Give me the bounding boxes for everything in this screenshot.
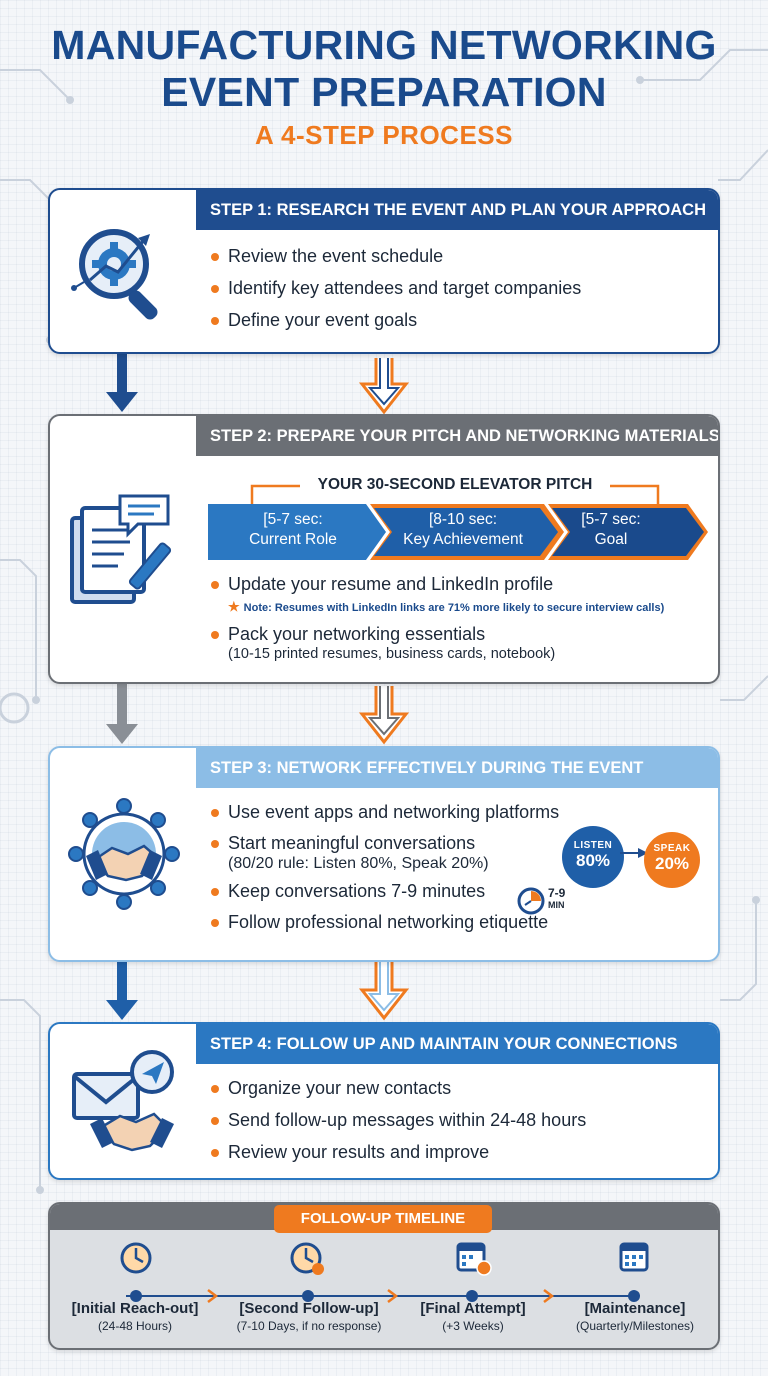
step-2-bullet-2: Pack your networking essentials (10-15 p… [208, 624, 758, 662]
step-4-icon-area [50, 1024, 196, 1178]
pitch-bracket [250, 484, 660, 508]
timeline-item-second: [Second Follow-up] (7-10 Days, if no res… [236, 1300, 382, 1333]
list-item: Keep conversations 7-9 minutes [208, 881, 568, 902]
speak-badge: SPEAK 20% [644, 832, 700, 888]
step-1-bullets: Review the event schedule Identify key a… [208, 246, 758, 331]
list-item: Review your results and improve [208, 1142, 758, 1163]
center-flow-arrow-1 [358, 358, 410, 415]
pitch-title: YOUR 30-SECOND ELEVATOR PITCH [317, 476, 593, 493]
timeline-item-initial: [Initial Reach-out] (24-48 Hours) [71, 1300, 199, 1333]
list-item: Follow professional networking etiquette [208, 912, 568, 933]
step-3-header: STEP 3: NETWORK EFFECTIVELY DURING THE E… [196, 748, 718, 788]
timeline-item-final: [Final Attempt] (+3 Weeks) [420, 1300, 526, 1333]
timer-label: 7-9 MIN [548, 886, 566, 910]
linkedin-note: ★Note: Resumes with LinkedIn links are 7… [228, 599, 665, 614]
pitch-segment-1: [5-7 sec: Current Role [249, 511, 337, 548]
calendar-icon [619, 1242, 649, 1272]
arrow-right-icon [620, 848, 648, 858]
pitch-segment-2: [8-10 sec: Key Achievement [403, 511, 523, 548]
left-flow-arrow-1 [106, 354, 138, 412]
network-handshake-icon [68, 798, 180, 910]
list-item: Start meaningful conversations (80/20 ru… [208, 833, 568, 873]
center-flow-arrow-2 [358, 686, 410, 745]
page-subtitle: A 4-STEP PROCESS [255, 120, 513, 150]
documents-pen-icon [70, 494, 172, 604]
list-item: Organize your new contacts [208, 1078, 758, 1099]
star-icon: ★ [228, 599, 240, 614]
envelope-handshake-icon [72, 1050, 174, 1152]
step-2-bullet-1: Update your resume and LinkedIn profile [208, 574, 758, 595]
step-3-bullets: Use event apps and networking platforms … [208, 802, 568, 933]
list-item: Pack your networking essentials (10-15 p… [208, 624, 758, 662]
list-item: Define your event goals [208, 310, 758, 331]
clock-alarm-icon [290, 1242, 324, 1275]
timer-icon [517, 887, 545, 915]
step-1-icon-area [50, 190, 196, 352]
step-2-card: STEP 2: PREPARE YOUR PITCH AND NETWORKIN… [48, 414, 720, 684]
list-item: Update your resume and LinkedIn profile [208, 574, 758, 595]
pitch-segment-3: [5-7 sec: Goal [581, 511, 641, 548]
center-flow-arrow-3 [358, 962, 410, 1021]
list-item: Use event apps and networking platforms [208, 802, 568, 823]
list-item: Review the event schedule [208, 246, 758, 267]
step-4-header: STEP 4: FOLLOW UP AND MAINTAIN YOUR CONN… [196, 1024, 718, 1064]
left-flow-arrow-3 [106, 962, 138, 1020]
calendar-clock-icon [456, 1242, 492, 1276]
elevator-pitch-chevrons [208, 504, 708, 560]
step-1-card: STEP 1: RESEARCH THE EVENT AND PLAN YOUR… [48, 188, 720, 354]
left-flow-arrow-2 [106, 684, 138, 744]
timeline-item-maintenance: [Maintenance] (Quarterly/Milestones) [575, 1300, 695, 1333]
step-3-icon-area [50, 748, 196, 960]
page-title: MANUFACTURING NETWORKING EVENT PREPARATI… [51, 22, 717, 115]
list-item: Identify key attendees and target compan… [208, 278, 758, 299]
step-2-header: STEP 2: PREPARE YOUR PITCH AND NETWORKIN… [196, 416, 718, 456]
gear-magnifier-icon [71, 229, 158, 320]
step-1-header: STEP 1: RESEARCH THE EVENT AND PLAN YOUR… [196, 190, 718, 230]
list-item: Send follow-up messages within 24-48 hou… [208, 1110, 758, 1131]
timeline-track [120, 1242, 649, 1303]
step-4-bullets: Organize your new contacts Send follow-u… [208, 1078, 758, 1163]
step-4-card: STEP 4: FOLLOW UP AND MAINTAIN YOUR CONN… [48, 1022, 720, 1180]
listen-badge: LISTEN 80% [562, 826, 624, 888]
step-2-icon-area [50, 416, 196, 682]
timeline-title: FOLLOW-UP TIMELINE [274, 1205, 492, 1233]
clock-icon [120, 1242, 152, 1274]
